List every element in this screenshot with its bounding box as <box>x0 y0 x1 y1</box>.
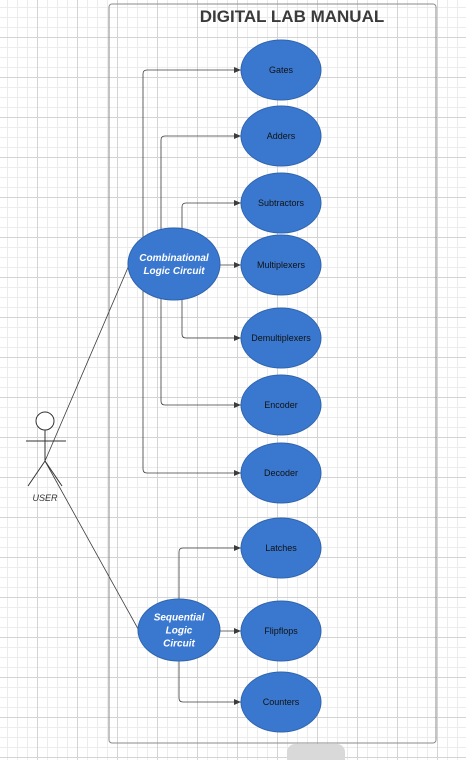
connector-latches <box>178 545 241 599</box>
connector-subtractors <box>181 200 241 229</box>
scroll-indicator[interactable] <box>287 744 345 760</box>
connector-gates <box>142 67 241 238</box>
use-case-label: Adders <box>267 131 296 141</box>
use-case-label: Gates <box>269 65 294 75</box>
parent-ellipse <box>127 227 221 301</box>
parent-label-line: Circuit <box>163 639 195 650</box>
use-case-ellipse <box>240 39 322 101</box>
use-case-ellipse <box>240 374 322 436</box>
use-case-label: Encoder <box>264 400 298 410</box>
actor-label: USER <box>32 493 58 503</box>
use-case-label: Latches <box>265 543 297 553</box>
use-case-ellipse <box>240 234 322 296</box>
use-case-ellipse <box>240 442 322 504</box>
use-case-encoder[interactable]: Encoder <box>240 374 322 436</box>
connector-encoder <box>160 298 241 408</box>
actor-head <box>35 411 55 431</box>
use-case-label: Multiplexers <box>257 260 306 270</box>
use-case-decoder[interactable]: Decoder <box>240 442 322 504</box>
use-case-ellipse <box>240 172 322 234</box>
connector-counters <box>178 661 241 705</box>
use-case-flipflops[interactable]: Flipflops <box>240 600 322 662</box>
parent-label-line: Logic <box>166 626 193 637</box>
association-combinational <box>44 259 132 462</box>
use-case-subtractors[interactable]: Subtractors <box>240 172 322 234</box>
user-actor[interactable]: USER <box>26 411 66 503</box>
actor-left-leg <box>27 460 46 487</box>
use-case-label: Subtractors <box>258 198 305 208</box>
connector-demultiplexers <box>181 299 241 341</box>
association-sequential <box>44 460 142 635</box>
connector-adders <box>160 133 241 230</box>
use-case-label: Flipflops <box>264 626 298 636</box>
use-case-latches[interactable]: Latches <box>240 517 322 579</box>
connectors <box>44 67 241 705</box>
use-case-ellipse <box>240 105 322 167</box>
connector-decoder <box>142 290 241 476</box>
parent-ellipse <box>137 598 221 662</box>
use-case-label: Demultiplexers <box>251 333 311 343</box>
use-case-label: Counters <box>263 697 300 707</box>
parent-label-line: Logic Circuit <box>143 266 205 277</box>
use-case-ellipse <box>240 600 322 662</box>
use-case-ellipse <box>240 517 322 579</box>
diagram-title: DIGITAL LAB MANUAL <box>200 7 384 26</box>
parent-label-line: Combinational <box>139 253 209 264</box>
use-case-label: Decoder <box>264 468 298 478</box>
use-case-gates[interactable]: Gates <box>240 39 322 101</box>
use-case-ellipse <box>240 307 322 369</box>
use-case-adders[interactable]: Adders <box>240 105 322 167</box>
use-case-ellipse <box>240 671 322 733</box>
system-boundary <box>108 3 437 744</box>
use-case-demultiplexers[interactable]: Demultiplexers <box>240 307 322 369</box>
use-case-counters[interactable]: Counters <box>240 671 322 733</box>
child-use-cases: GatesAddersSubtractorsMultiplexersDemult… <box>240 39 322 733</box>
actor-right-leg <box>44 460 63 487</box>
parent-label-line: Sequential <box>154 613 205 624</box>
use-case-multiplexers[interactable]: Multiplexers <box>240 234 322 296</box>
